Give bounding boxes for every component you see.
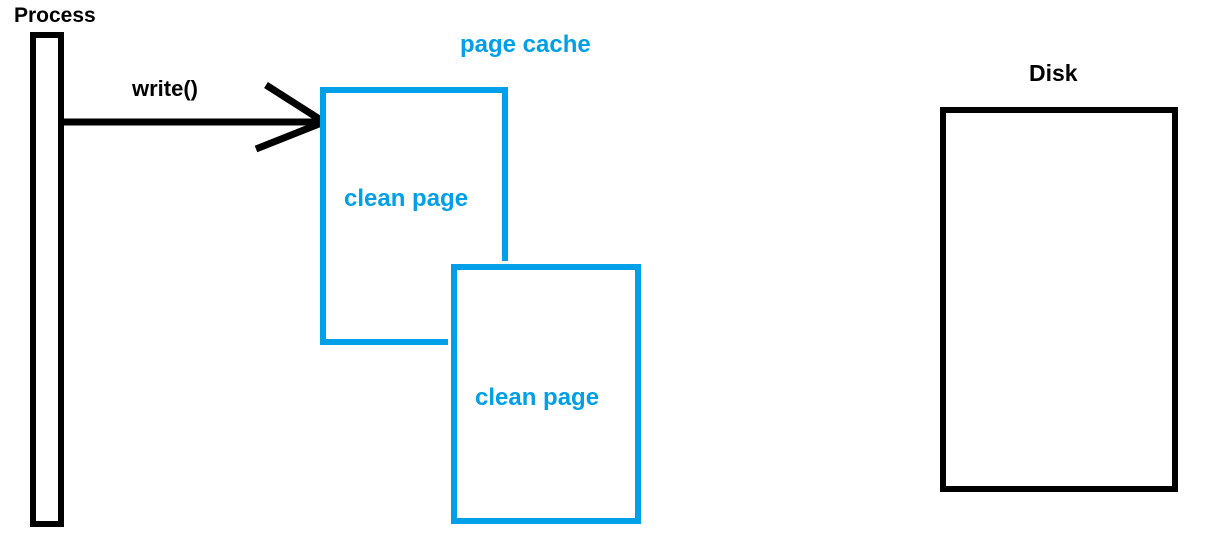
- clean-page-label-2: clean page: [475, 384, 600, 411]
- clean-page-box-1[interactable]: [320, 87, 508, 345]
- clean-page-box-2-occluder: [448, 261, 644, 527]
- process-label: Process: [14, 4, 96, 27]
- clean-page-label-1: clean page: [344, 185, 469, 212]
- disk-label: Disk: [1029, 60, 1078, 86]
- disk-box[interactable]: [940, 107, 1178, 492]
- clean-page-box-2[interactable]: [451, 264, 641, 524]
- process-box[interactable]: [30, 32, 64, 527]
- page-cache-label: page cache: [460, 31, 591, 58]
- write-arrow-barb-lower: [254, 118, 326, 153]
- write-arrow-barb-upper: [264, 82, 326, 125]
- write-call-label: write(): [132, 76, 198, 101]
